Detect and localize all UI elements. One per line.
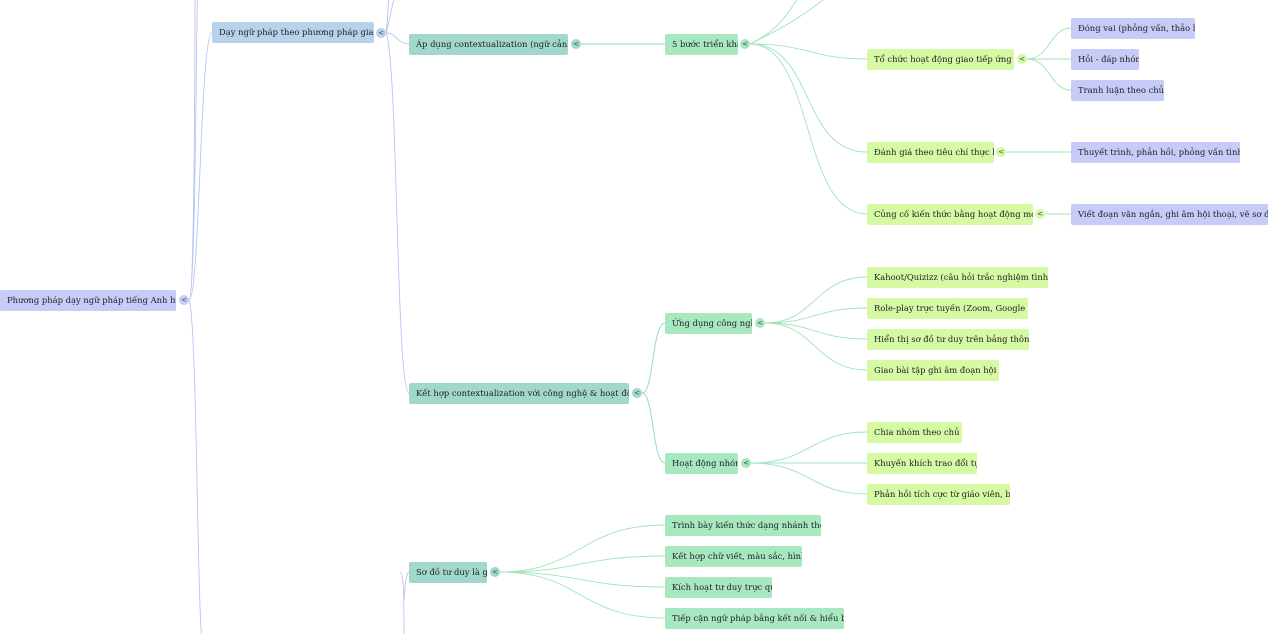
group-item-2[interactable]: Khuyến khích trao đổi tự do bbox=[867, 453, 977, 474]
topic-combine-tech-group[interactable]: Kết hợp contextualization với công nghệ … bbox=[409, 383, 629, 404]
mindmap-item-2[interactable]: Kết hợp chữ viết, màu sắc, hình ảnh bbox=[665, 546, 802, 567]
organize-item-2[interactable]: Hỏi - đáp nhóm bbox=[1071, 49, 1139, 70]
level4-connectors bbox=[1006, 27, 1072, 215]
collapse-toggle-group[interactable]: < bbox=[741, 458, 751, 468]
level3-connectors bbox=[499, 0, 868, 619]
mindmap-item-4[interactable]: Tiếp cận ngữ pháp bằng kết nối & hiểu bả… bbox=[665, 608, 844, 629]
group-item-1[interactable]: Chia nhóm theo chủ đề bbox=[867, 422, 962, 443]
collapse-toggle-combine[interactable]: < bbox=[632, 388, 642, 398]
organize-item-1[interactable]: Đóng vai (phỏng vấn, thảo luận) bbox=[1071, 18, 1195, 39]
collapse-toggle-communicative[interactable]: < bbox=[376, 28, 386, 38]
collapse-toggle-organize[interactable]: < bbox=[1017, 54, 1027, 64]
topic-group-activity[interactable]: Hoạt động nhóm bbox=[665, 453, 738, 474]
tech-item-2[interactable]: Role-play trực tuyến (Zoom, Google Meet) bbox=[867, 298, 1028, 319]
collapse-toggle-five-steps[interactable]: < bbox=[740, 39, 750, 49]
topic-communicative-grammar[interactable]: Dạy ngữ pháp theo phương pháp giao tiếp bbox=[212, 22, 374, 43]
collapse-toggle-consolidate[interactable]: < bbox=[1035, 209, 1045, 219]
assess-item-1[interactable]: Thuyết trình, phản hồi, phỏng vấn tình h… bbox=[1071, 142, 1240, 163]
level1-connectors bbox=[385, 0, 410, 394]
topic-five-steps[interactable]: 5 bước triển khai bbox=[665, 34, 738, 55]
root-connectors bbox=[188, 0, 213, 634]
topic-consolidate[interactable]: Củng cố kiến thức bằng hoạt động mở rộng bbox=[867, 204, 1033, 225]
tech-item-4[interactable]: Giao bài tập ghi âm đoạn hội thoại bbox=[867, 360, 999, 381]
group-item-3[interactable]: Phản hồi tích cực từ giáo viên, bạn bè bbox=[867, 484, 1010, 505]
tech-item-1[interactable]: Kahoot/Quizizz (câu hỏi trắc nghiệm tình… bbox=[867, 267, 1048, 288]
tech-item-3[interactable]: Hiển thị sơ đồ tư duy trên bảng thông mi… bbox=[867, 329, 1029, 350]
collapse-toggle-root[interactable]: < bbox=[179, 295, 189, 305]
topic-assess-criteria[interactable]: Đánh giá theo tiêu chí thực hành bbox=[867, 142, 994, 163]
mindmap-item-1[interactable]: Trình bày kiến thức dạng nhánh thông tin bbox=[665, 515, 821, 536]
consolidate-item-1[interactable]: Viết đoạn văn ngắn, ghi âm hội thoại, vẽ… bbox=[1071, 204, 1268, 225]
mindmap-item-3[interactable]: Kích hoạt tư duy trực quan bbox=[665, 577, 772, 598]
topic-mindmap-what[interactable]: Sơ đồ tư duy là gì? bbox=[409, 562, 487, 583]
organize-item-3[interactable]: Tranh luận theo chủ đề bbox=[1071, 80, 1164, 101]
topic-organize-activities[interactable]: Tổ chức hoạt động giao tiếp ứng dụng bbox=[867, 49, 1014, 70]
topic-contextualization[interactable]: Áp dụng contextualization (ngữ cảnh hóa) bbox=[409, 34, 568, 55]
topic-tech-application[interactable]: Ứng dụng công nghệ bbox=[665, 313, 752, 334]
mindmap-branch-connectors bbox=[399, 571, 410, 634]
collapse-toggle-mindmap[interactable]: < bbox=[490, 567, 500, 577]
root-topic[interactable]: Phương pháp dạy ngữ pháp tiếng Anh hiệu … bbox=[0, 290, 176, 311]
level2-connectors bbox=[581, 43, 666, 464]
collapse-toggle-contextualization[interactable]: < bbox=[571, 39, 581, 49]
collapse-toggle-tech[interactable]: < bbox=[755, 318, 765, 328]
collapse-toggle-assess[interactable]: < bbox=[996, 147, 1006, 157]
